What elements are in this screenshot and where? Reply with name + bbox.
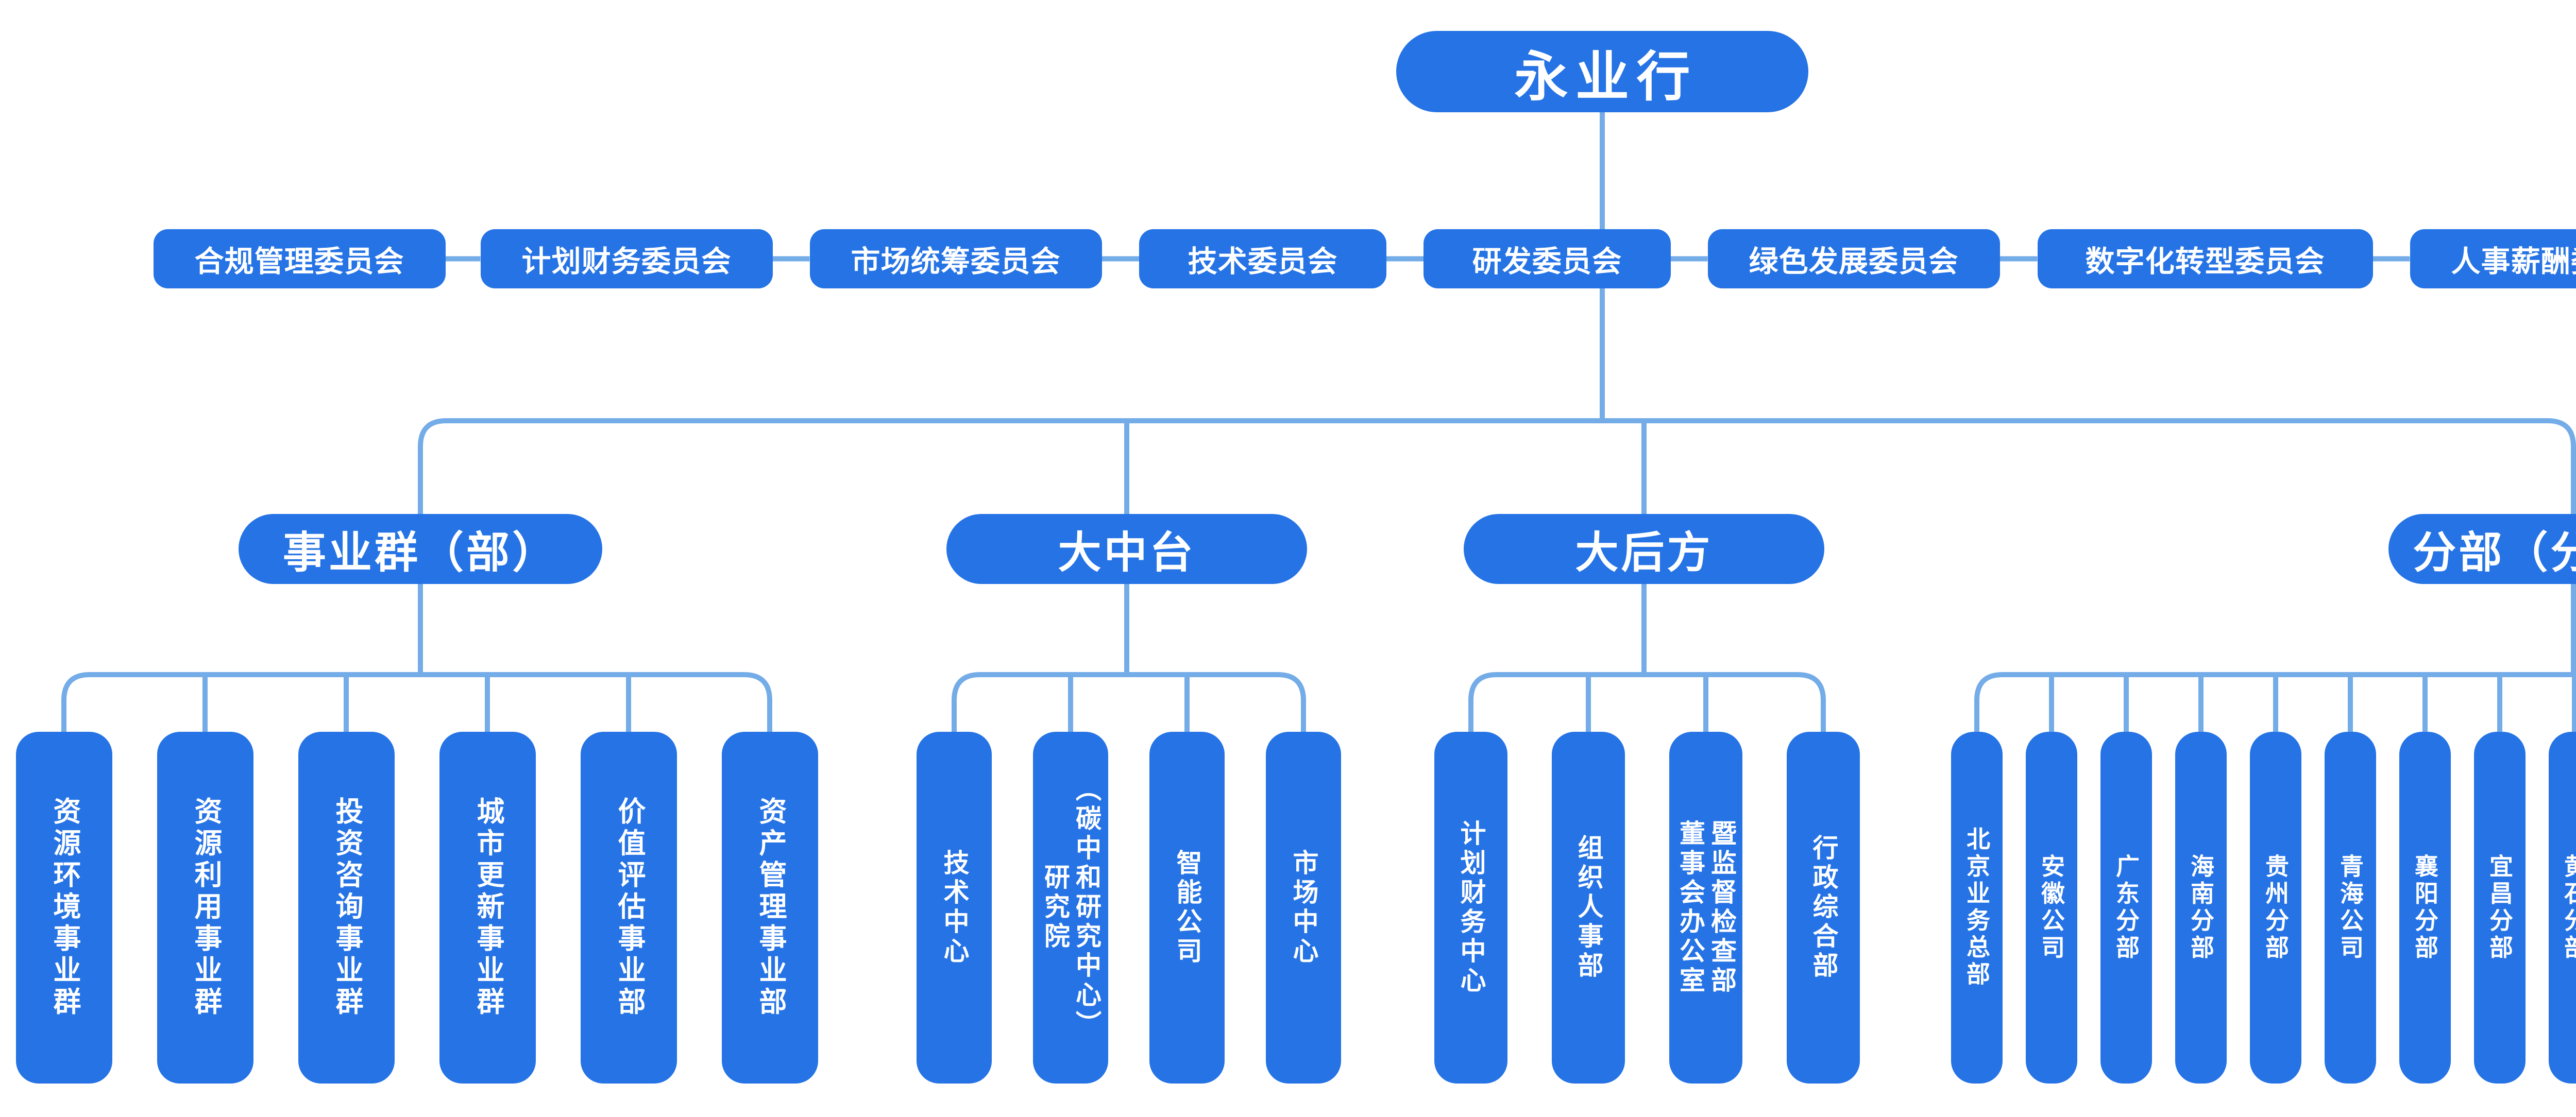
committee-node: 绿色发展委员会 <box>1707 229 2000 288</box>
dept-node-label: 研究院 （碳中和研究中心） <box>1041 776 1101 1040</box>
dept-node: 城市更新事业群 <box>439 732 536 1084</box>
group-node: 事业群（部） <box>239 514 602 584</box>
dept-node: 组织人事部 <box>1552 732 1625 1084</box>
dept-node: 宜昌分部 <box>2474 732 2526 1084</box>
dept-node: 北京业务总部 <box>1951 732 2003 1084</box>
dept-node: 智能公司 <box>1149 732 1225 1084</box>
dept-node-label: 董事会办公室 暨监督检查部 <box>1676 819 1736 996</box>
dept-node: 黄石分部 <box>2549 732 2576 1084</box>
dept-node-label: 资源环境事业群 <box>48 797 80 1019</box>
dept-node-label: 宜昌分部 <box>2486 853 2514 962</box>
committee-node: 人事薪酬委员会 <box>2410 229 2576 288</box>
dept-node: 襄阳分部 <box>2399 732 2451 1084</box>
connector-line <box>952 672 1306 732</box>
connector-line <box>61 672 772 732</box>
dept-node: 资产管理事业部 <box>721 732 818 1084</box>
dept-node: 价值评估事业部 <box>580 732 677 1084</box>
group-node: 大后方 <box>1464 514 1824 584</box>
dept-node-label: 青海公司 <box>2337 853 2364 962</box>
dept-node-label: 技术中心 <box>940 849 969 967</box>
dept-node-label: 资源利用事业群 <box>190 797 221 1019</box>
dept-node: 市场中心 <box>1266 732 1341 1084</box>
committee-node: 技术委员会 <box>1139 229 1386 288</box>
dept-node-label: 行政综合部 <box>1809 834 1838 981</box>
dept-node: 资源环境事业群 <box>15 732 112 1084</box>
group-node: 分部（分公司） <box>2388 514 2576 584</box>
dept-node-label: 城市更新事业群 <box>472 797 503 1019</box>
committee-node: 研发委员会 <box>1423 229 1671 288</box>
dept-node: 技术中心 <box>917 732 992 1084</box>
dept-node: 资源利用事业群 <box>157 732 253 1084</box>
committee-node: 计划财务委员会 <box>480 229 773 288</box>
root-node: 永业行 <box>1396 31 1808 112</box>
connector-line <box>1468 672 1826 732</box>
dept-node: 安徽公司 <box>2026 732 2077 1084</box>
committee-node: 市场统筹委员会 <box>809 229 1102 288</box>
dept-node: 研究院 （碳中和研究中心） <box>1033 732 1108 1084</box>
dept-node: 行政综合部 <box>1787 732 1860 1084</box>
dept-node-label: 海南分部 <box>2188 853 2215 962</box>
committee-node: 数字化转型委员会 <box>2037 229 2373 288</box>
dept-node-label: 贵州分部 <box>2262 853 2290 962</box>
dept-node-label: 市场中心 <box>1289 849 1318 967</box>
dept-node-label: 襄阳分部 <box>2412 853 2439 962</box>
dept-node: 贵州分部 <box>2250 732 2301 1084</box>
dept-node: 投资咨询事业群 <box>298 732 395 1084</box>
dept-node-label: 价值评估事业部 <box>613 797 645 1019</box>
dept-node: 计划财务中心 <box>1434 732 1507 1084</box>
dept-node-label: 黄石分部 <box>2561 853 2576 962</box>
connector-line <box>418 418 2576 514</box>
dept-node-label: 北京业务总部 <box>1963 827 1991 989</box>
dept-node: 广东分部 <box>2100 732 2152 1084</box>
dept-node-label: 智能公司 <box>1173 849 1202 967</box>
dept-node: 青海公司 <box>2325 732 2376 1084</box>
dept-node-label: 资产管理事业部 <box>754 797 786 1019</box>
dept-node: 海南分部 <box>2175 732 2227 1084</box>
group-node: 大中台 <box>946 514 1307 584</box>
dept-node-label: 投资咨询事业群 <box>331 797 362 1019</box>
dept-node: 董事会办公室 暨监督检查部 <box>1669 732 1742 1084</box>
dept-node-label: 组织人事部 <box>1574 834 1603 981</box>
dept-node-label: 计划财务中心 <box>1456 819 1486 996</box>
dept-node-label: 安徽公司 <box>2038 853 2065 962</box>
committee-node: 合规管理委员会 <box>153 229 446 288</box>
dept-node-label: 广东分部 <box>2113 853 2140 962</box>
